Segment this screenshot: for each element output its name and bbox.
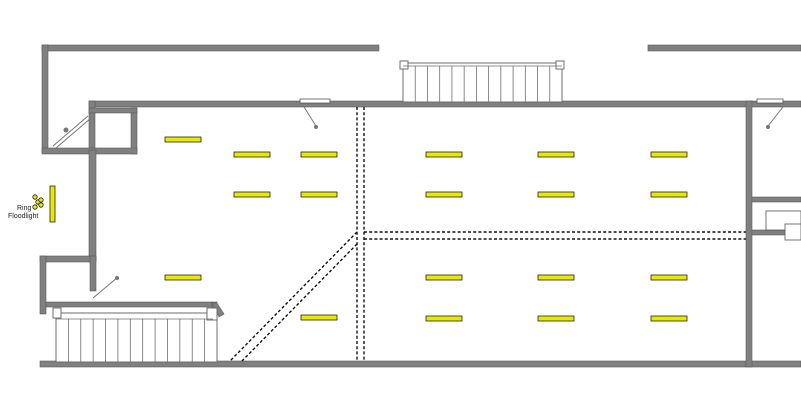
dashed-beam-lines [229, 107, 746, 362]
light-fixture [537, 191, 575, 198]
light-fixtures [164, 136, 688, 322]
wall-lower-box-right [89, 255, 97, 292]
wall-lower-box-left [39, 255, 47, 315]
light-fixture [650, 151, 688, 158]
light-fixture [233, 191, 271, 198]
wall-above-stairs [45, 301, 213, 308]
wall-lower-box-top [39, 255, 97, 263]
light-fixture [233, 151, 271, 158]
door-top-right [756, 98, 784, 104]
wall-left-upper [41, 44, 49, 154]
light-fixture [164, 136, 202, 143]
floodlight-icon [32, 194, 44, 210]
light-fixture [300, 314, 338, 321]
wall-left-interior [88, 149, 97, 261]
staircase-top [399, 60, 565, 103]
light-fixture [650, 315, 688, 322]
floodlight-bar [49, 185, 56, 223]
door-top-middle [299, 98, 331, 104]
light-fixture [650, 274, 688, 281]
light-fixture [537, 151, 575, 158]
wall-right-interior [745, 100, 753, 368]
doors [52, 98, 801, 299]
light-fixture [300, 151, 338, 158]
light-fixture [537, 274, 575, 281]
light-fixture [300, 191, 338, 198]
light-fixture [164, 274, 202, 281]
wall-bottom [39, 360, 801, 368]
light-fixture [425, 151, 463, 158]
door-lower-left [92, 276, 119, 299]
door-closet [52, 115, 89, 147]
floodlight-label-line2: Floodlight [8, 213, 38, 220]
ring-floodlight: Ring Floodlight [8, 185, 56, 223]
light-fixture [650, 191, 688, 198]
wall-closet-right [130, 107, 138, 155]
walls [39, 44, 801, 368]
wall-top-left-exterior [41, 44, 380, 52]
light-fixture [425, 274, 463, 281]
light-fixture [537, 315, 575, 322]
light-fixture [425, 315, 463, 322]
wall-right-room-top [751, 196, 801, 203]
floodlight-label-line1: Ring [17, 205, 32, 212]
light-fixture [425, 191, 463, 198]
wall-closet-top [88, 107, 138, 114]
wall-top-right-exterior [647, 44, 801, 52]
staircase-bottom [52, 307, 218, 363]
